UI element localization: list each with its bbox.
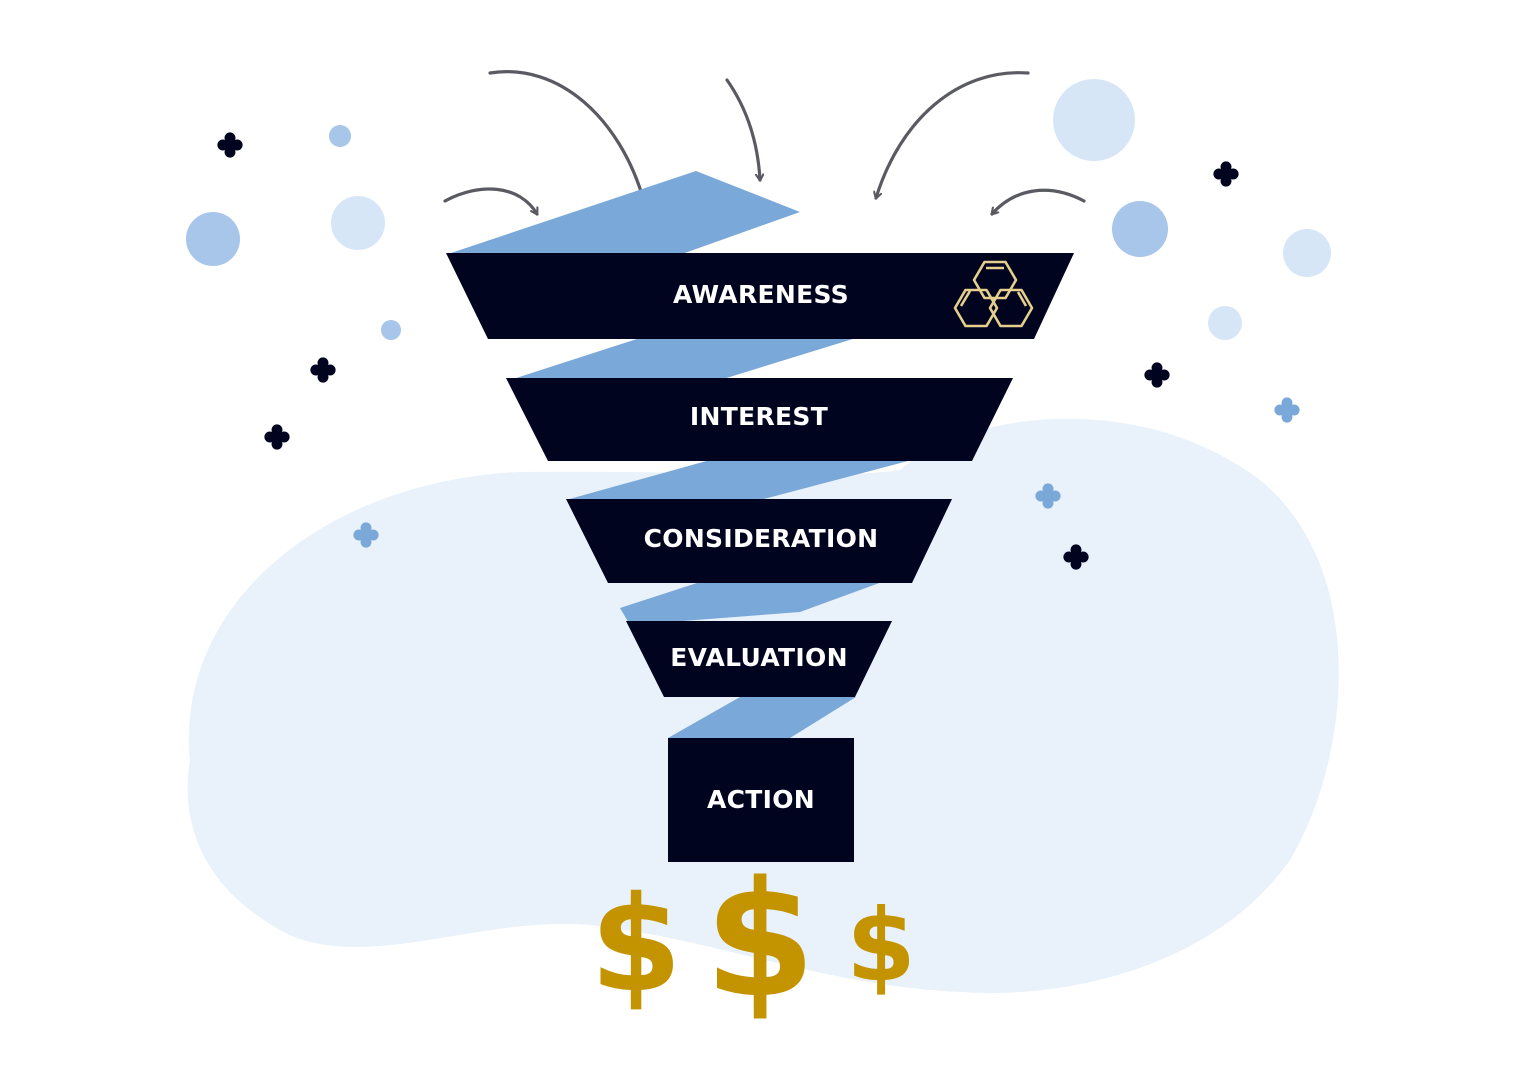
sparkle-icon (1144, 362, 1170, 388)
incoming-arrows (443, 70, 1086, 216)
stage-label: AWARENESS (673, 280, 849, 309)
dollar-sign-left: $ (590, 868, 682, 1022)
funnel-ribbon (448, 171, 912, 738)
sparkle-icon (310, 357, 336, 383)
arrow-icon (876, 71, 1030, 198)
stage-label: CONSIDERATION (644, 524, 879, 553)
dollar-sign-right: $ (846, 887, 916, 1004)
stage-label: INTEREST (690, 402, 828, 431)
funnel-stage-awareness: AWARENESS (446, 253, 1074, 339)
arrow-icon (443, 187, 539, 216)
stage-label: EVALUATION (670, 643, 848, 672)
decorative-dots (186, 79, 1331, 340)
hexagon-cluster-icon (953, 260, 1034, 328)
stage-shape (668, 738, 854, 862)
stage-shape (626, 621, 892, 697)
decorative-sparkles (217, 132, 1300, 570)
stage-shape (566, 499, 952, 583)
funnel-stage-consideration: CONSIDERATION (566, 499, 952, 583)
funnel-stage-interest: INTEREST (506, 378, 1013, 461)
sparkle-icon (1035, 483, 1061, 509)
arrow-icon (990, 188, 1086, 216)
dollar-sign-center: $ (704, 846, 815, 1033)
stage-shape (446, 253, 1074, 339)
revenue-dollars: $ $ $ (590, 846, 916, 1033)
sparkle-icon (217, 132, 243, 158)
sparkle-icon (264, 424, 290, 450)
sparkle-icon (1274, 397, 1300, 423)
funnel-stage-evaluation: EVALUATION (626, 621, 892, 697)
stage-shape (506, 378, 1013, 461)
stage-label: ACTION (707, 785, 815, 814)
sparkle-icon (353, 522, 379, 548)
sparkle-icon (1213, 161, 1239, 187)
arrow-icon (488, 70, 643, 198)
arrow-icon (725, 78, 760, 180)
sparkle-icon (1063, 544, 1089, 570)
funnel-stage-action: ACTION (668, 738, 854, 862)
